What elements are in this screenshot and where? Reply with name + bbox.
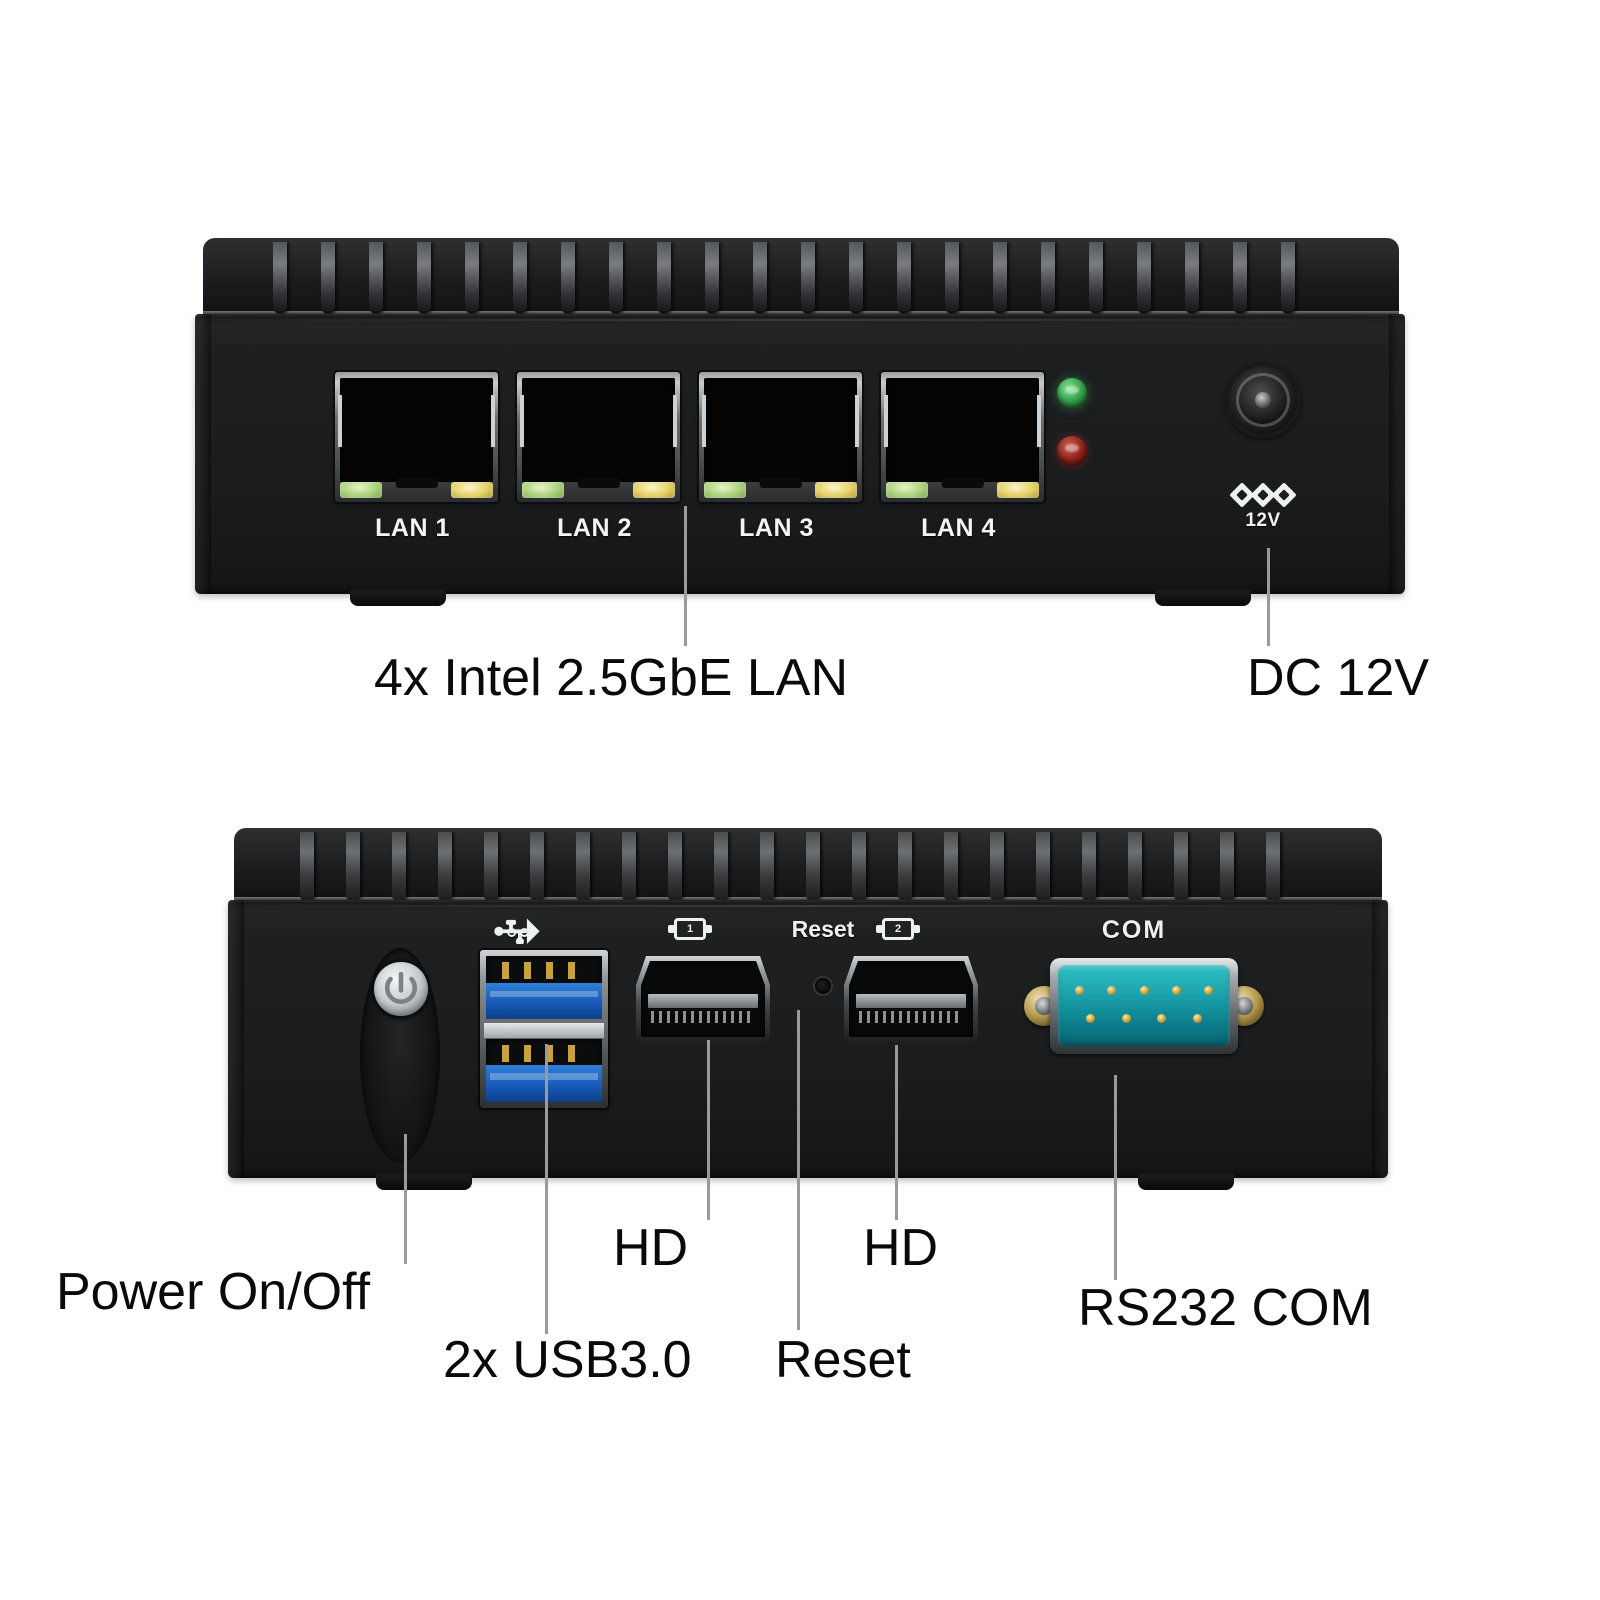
usb-divider: [484, 1022, 604, 1039]
leader-hdmi1: [707, 1040, 710, 1220]
usb3-port-stack[interactable]: [480, 950, 608, 1108]
device-front-view: ⚯: [228, 828, 1388, 1190]
callout-lan: 4x Intel 2.5GbE LAN: [374, 649, 849, 707]
rj45-port-lan3[interactable]: [699, 372, 862, 502]
callout-power: Power On/Off: [56, 1263, 371, 1321]
rj45-port-lan4[interactable]: [881, 372, 1044, 502]
heatsink-fins: [273, 242, 1333, 314]
power-button[interactable]: [374, 962, 428, 1016]
lan1-link-led: [340, 482, 383, 498]
hdmi-2-icon: 2: [876, 918, 920, 940]
power-status-led: [1057, 378, 1087, 408]
callout-hdmi1: HD: [613, 1219, 689, 1277]
leader-hdmi2: [895, 1045, 898, 1220]
leader-reset: [797, 1010, 800, 1330]
dc-polarity-icon: [1229, 482, 1297, 508]
chassis-label-12v: 12V: [1245, 510, 1281, 531]
power-icon: [384, 971, 418, 1004]
leader-lan: [684, 506, 687, 646]
chassis-label-com: COM: [1101, 916, 1167, 944]
lan1-act-led: [450, 482, 493, 498]
hdmi-port-1[interactable]: [636, 956, 770, 1042]
leader-usb: [545, 1044, 548, 1334]
lan3-act-led: [814, 482, 857, 498]
callout-dc: DC 12V: [1247, 649, 1430, 707]
rs232-com-port[interactable]: [1024, 958, 1264, 1054]
activity-status-led: [1057, 436, 1087, 466]
reset-pinhole[interactable]: [815, 978, 831, 994]
usb-icon-glyph: [494, 918, 540, 944]
chassis-foot-front-left: [376, 1174, 472, 1190]
rj45-port-lan1[interactable]: [335, 372, 498, 502]
lan4-act-led: [996, 482, 1039, 498]
chassis-label-lan1: LAN 1: [375, 514, 450, 542]
device-rear-view: LAN 1 LAN 2 LAN 3 LAN 4: [195, 238, 1405, 608]
lan4-link-led: [886, 482, 929, 498]
leader-power: [404, 1134, 407, 1264]
chassis-label-lan3: LAN 3: [739, 514, 814, 542]
callout-usb: 2x USB3.0: [443, 1331, 692, 1389]
chassis-label-lan4: LAN 4: [921, 514, 996, 542]
heatsink-fins-front: [300, 832, 1320, 902]
leader-com: [1114, 1075, 1117, 1280]
chassis-foot-front-right: [1138, 1174, 1234, 1190]
usb3-port-top[interactable]: [486, 956, 602, 1020]
front-panel-face: ⚯: [228, 900, 1388, 1178]
lan2-act-led: [632, 482, 675, 498]
rj45-port-lan2[interactable]: [517, 372, 680, 502]
chassis-foot-right: [1155, 590, 1251, 606]
callout-hdmi2: HD: [863, 1219, 939, 1277]
chassis-label-reset: Reset: [791, 916, 855, 942]
chassis-foot-left: [350, 590, 446, 606]
lan3-link-led: [704, 482, 747, 498]
leader-dc: [1267, 548, 1270, 646]
hdmi-port-2[interactable]: [844, 956, 978, 1042]
callout-com: RS232 COM: [1078, 1279, 1373, 1337]
rear-panel-face: LAN 1 LAN 2 LAN 3 LAN 4: [195, 314, 1405, 594]
chassis-label-lan2: LAN 2: [557, 514, 632, 542]
callout-reset: Reset: [775, 1331, 911, 1389]
usb3-port-bottom[interactable]: [486, 1038, 602, 1102]
dc-power-jack[interactable]: [1225, 362, 1301, 438]
hdmi-1-icon: 1: [668, 918, 712, 940]
lan2-link-led: [522, 482, 565, 498]
